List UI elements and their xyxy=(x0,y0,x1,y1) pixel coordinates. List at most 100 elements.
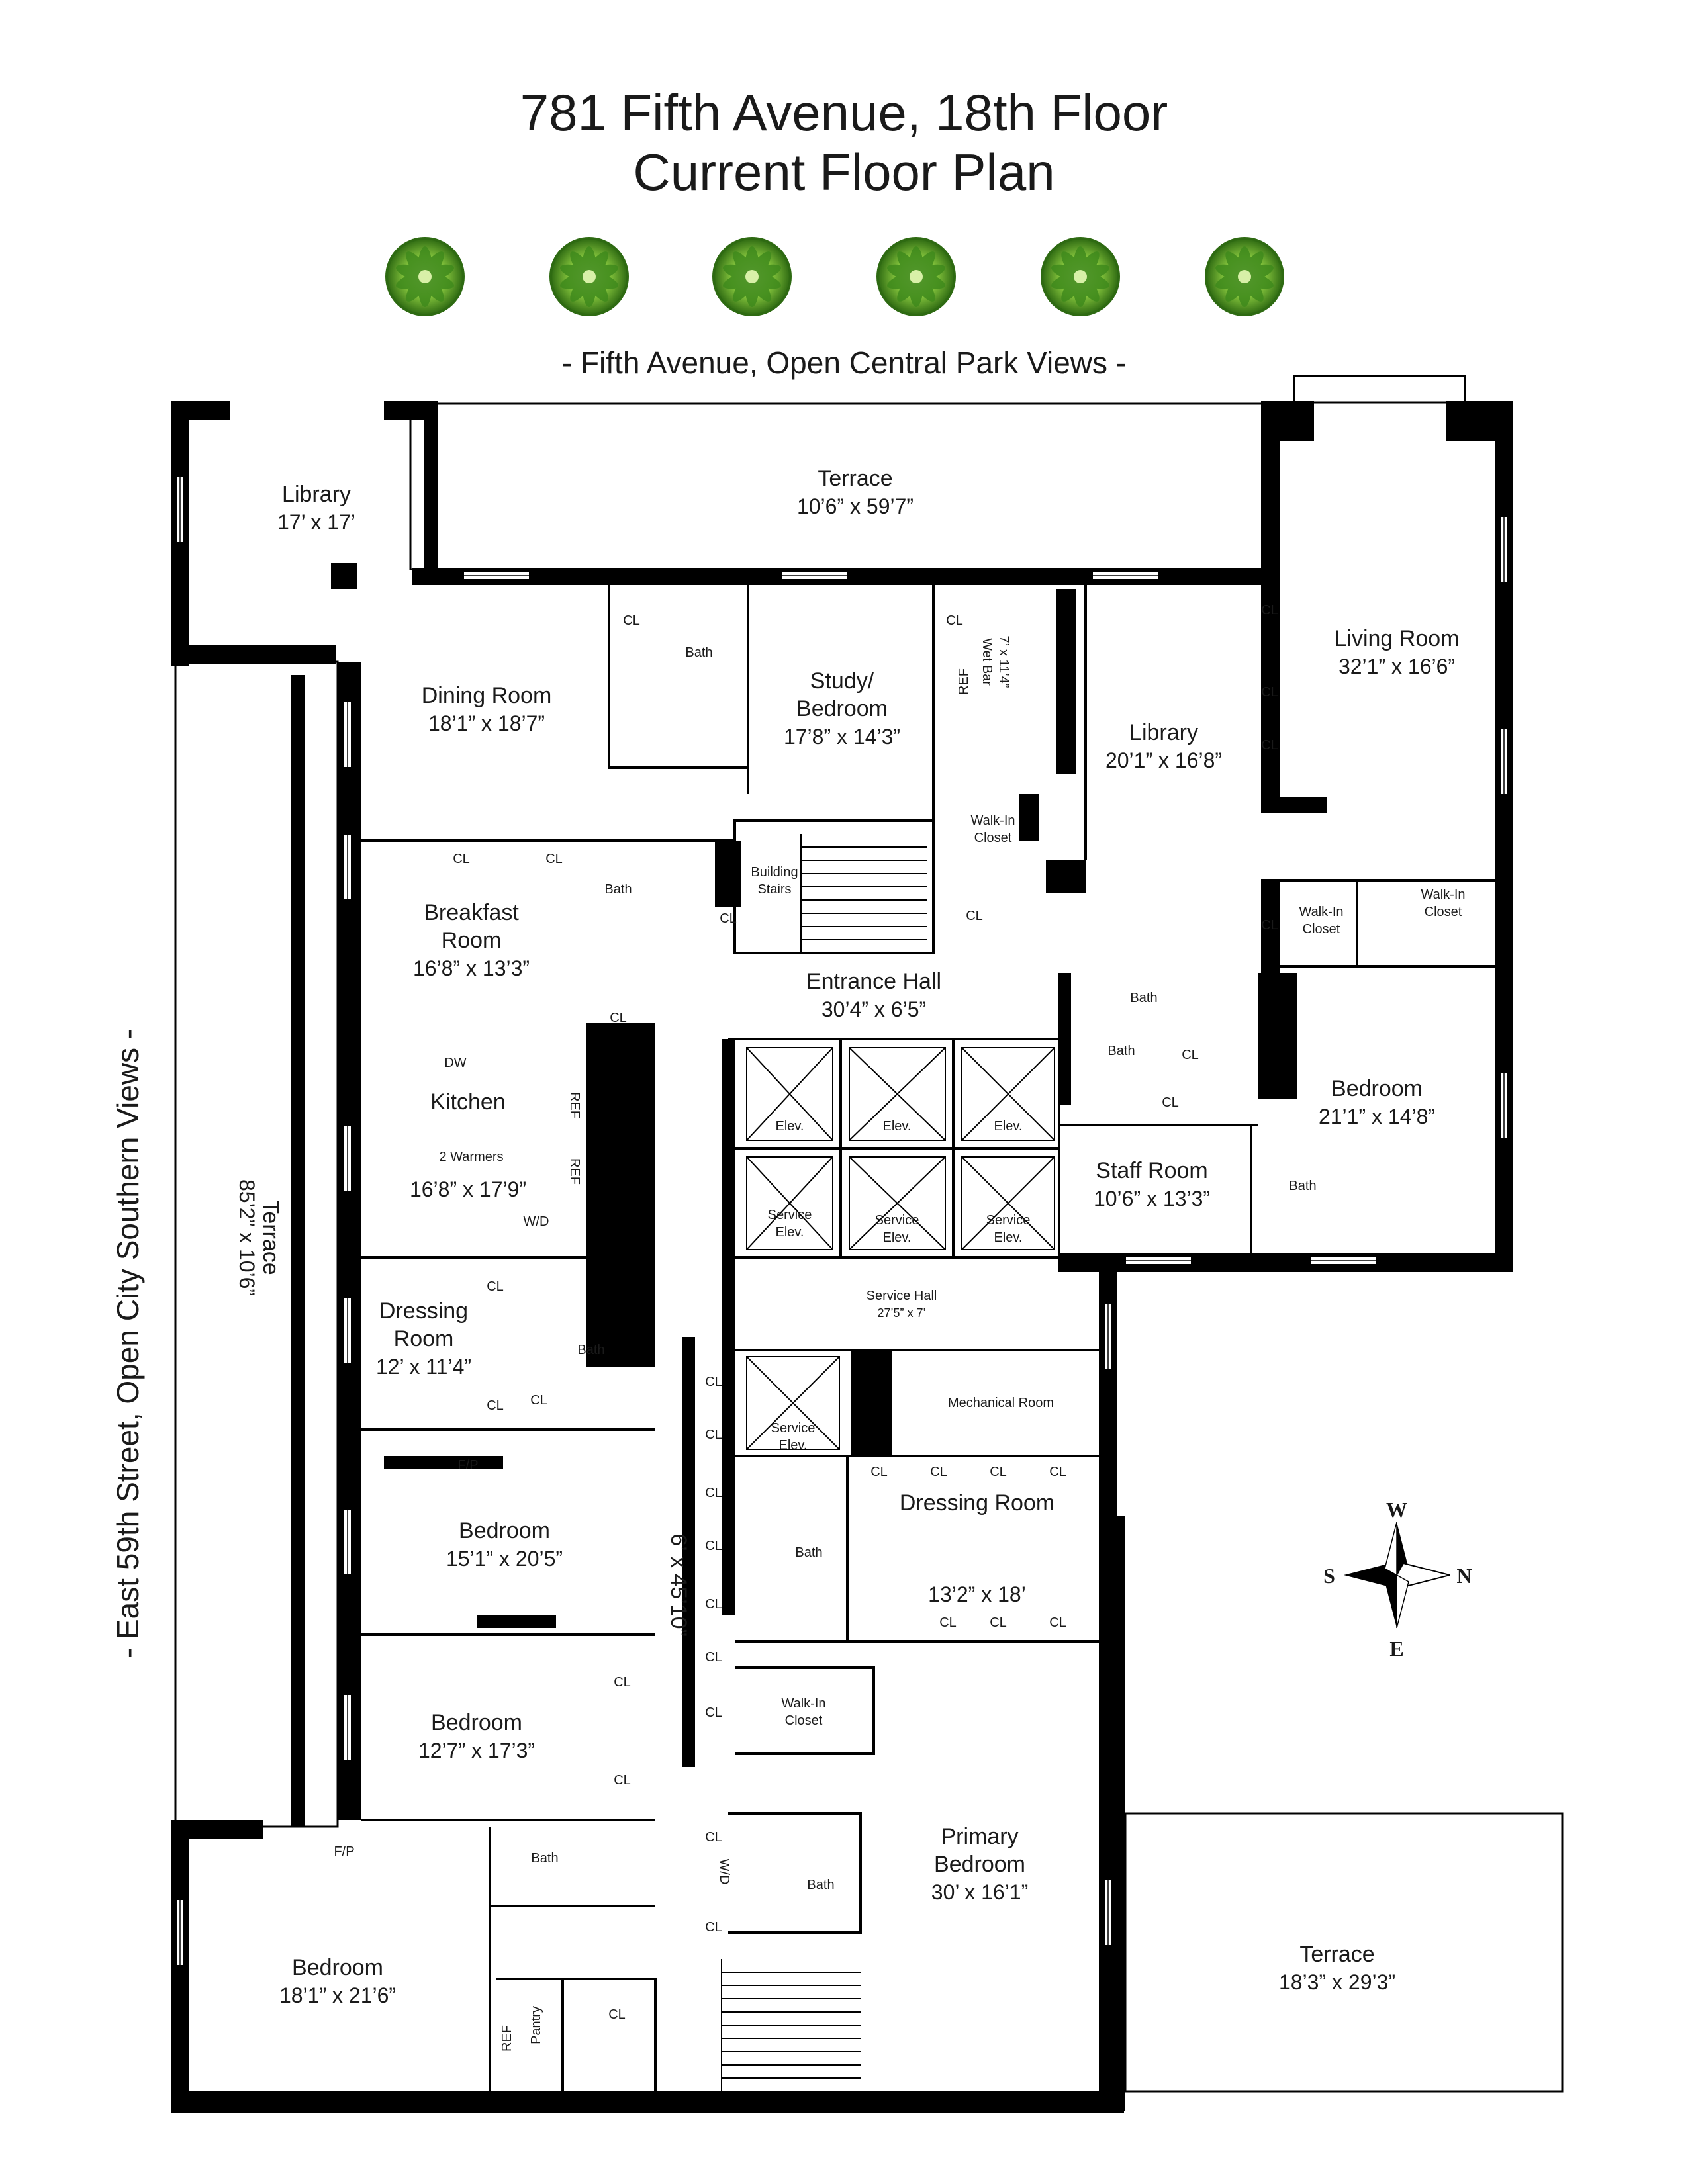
study-name-1: Study/ xyxy=(810,668,874,694)
primary-bedroom-dim: 30’ x 16’1” xyxy=(931,1880,1028,1904)
wd-label-2: W/D xyxy=(717,1859,731,1885)
cl-label-24: CL xyxy=(705,1830,722,1844)
fireplace-label-2: F/P xyxy=(334,1844,354,1859)
entrance-hall-dim: 30’4” x 6’5” xyxy=(821,997,926,1021)
bath-label-2: Bath xyxy=(604,882,632,897)
cl-label-7: CL xyxy=(545,852,563,866)
walkin-4-b: Closet xyxy=(785,1713,823,1728)
cl-label-17: CL xyxy=(705,1375,722,1389)
wet-bar-ref: REF xyxy=(957,668,971,695)
service-elev-2b: Elev. xyxy=(883,1230,912,1245)
cl-label-21: CL xyxy=(705,1597,722,1612)
primary-bedroom-name-2: Bedroom xyxy=(934,1852,1025,1877)
cl-label-35: CL xyxy=(608,2007,626,2022)
compass-e: E xyxy=(1389,1637,1403,1661)
compass-w: W xyxy=(1386,1498,1407,1522)
study-name-2: Bedroom xyxy=(796,696,888,721)
tree-icons xyxy=(385,237,1284,316)
bedroom-2-name: Bedroom xyxy=(431,1710,522,1735)
mechanical-room-name: Mechanical Room xyxy=(948,1396,1054,1410)
cl-label-15: CL xyxy=(487,1398,504,1413)
library-corner-dim: 17’ x 17’ xyxy=(277,510,355,534)
cl-label-2: CL xyxy=(946,614,963,628)
bath-label-4: Bath xyxy=(1107,1044,1135,1058)
cl-label-5: CL xyxy=(1261,738,1278,752)
primary-bedroom-name-1: Primary xyxy=(941,1824,1018,1849)
staff-room-name: Staff Room xyxy=(1096,1158,1207,1183)
bath-label-5: Bath xyxy=(1289,1179,1316,1193)
kitchen-dw: DW xyxy=(444,1056,466,1070)
dining-room-name: Dining Room xyxy=(422,683,552,708)
building-stairs-1: Building xyxy=(751,865,798,880)
bedroom-ne-dim: 21’1” x 14’8” xyxy=(1319,1105,1435,1128)
staff-room-dim: 10’6” x 13’3” xyxy=(1094,1187,1210,1210)
bath-label-1: Bath xyxy=(685,645,712,660)
service-elev-3a: Service xyxy=(986,1213,1031,1228)
cl-label-22: CL xyxy=(705,1650,722,1664)
dressing-small-name-1: Dressing xyxy=(379,1298,468,1324)
compass-n: N xyxy=(1456,1564,1472,1588)
terrace-top-name: Terrace xyxy=(818,466,892,491)
walkin-4-a: Walk-In xyxy=(781,1696,825,1711)
dressing-small-dim: 12’ x 11’4” xyxy=(376,1355,471,1379)
elev-label-1: Elev. xyxy=(776,1119,804,1134)
pantry-label: Pantry xyxy=(529,2006,543,2044)
terrace-top-dim: 10’6” x 59’7” xyxy=(797,494,914,518)
library-corner-name: Library xyxy=(282,482,351,507)
service-elev-2a: Service xyxy=(875,1213,919,1228)
cl-label-8: CL xyxy=(720,911,737,926)
library-2-dim: 20’1” x 16’8” xyxy=(1105,749,1222,772)
fireplace-label-1: F/P xyxy=(457,1458,478,1473)
ref-label-3: REF xyxy=(500,2025,514,2052)
cl-label-32: CL xyxy=(1049,1615,1066,1630)
living-room-name: Living Room xyxy=(1335,626,1460,651)
bath-label-8: Bath xyxy=(531,1851,558,1866)
cl-label-1: CL xyxy=(623,614,640,628)
cl-label-29: CL xyxy=(1049,1465,1066,1479)
cl-label-11: CL xyxy=(610,1011,627,1025)
dressing-small-name-2: Room xyxy=(394,1326,454,1351)
kitchen-wd: W/D xyxy=(524,1214,549,1229)
kitchen-ref-2: REF xyxy=(567,1158,582,1185)
bedroom-3-dim: 18’1” x 21’6” xyxy=(279,1983,396,2007)
cl-label-34: CL xyxy=(614,1773,631,1788)
cl-label-16: CL xyxy=(530,1393,547,1408)
fifth-avenue-caption: - Fifth Avenue, Open Central Park Views … xyxy=(561,345,1127,380)
walkin-3-b: Closet xyxy=(1425,905,1462,919)
bath-label-9: Bath xyxy=(807,1878,834,1892)
terrace-br-dim: 18’3” x 29’3” xyxy=(1279,1970,1395,1994)
elev-label-2: Elev. xyxy=(883,1119,912,1134)
cl-label-18: CL xyxy=(705,1428,722,1442)
cl-label-20: CL xyxy=(705,1539,722,1553)
wet-bar-dim: 7’ x 11’4” xyxy=(996,636,1011,688)
cl-label-19: CL xyxy=(705,1486,722,1500)
entrance-hall-name: Entrance Hall xyxy=(806,969,941,994)
service-elev-1a: Service xyxy=(768,1208,812,1222)
study-dim: 17’8” x 14’3” xyxy=(784,725,900,749)
service-elev-3b: Elev. xyxy=(994,1230,1023,1245)
service-elev-4a: Service xyxy=(771,1421,816,1435)
cl-label-25: CL xyxy=(705,1920,722,1934)
bath-label-6: Bath xyxy=(577,1343,604,1357)
building-stairs-2: Stairs xyxy=(757,882,791,897)
cl-label-12: CL xyxy=(1182,1048,1199,1062)
library-2-name: Library xyxy=(1129,720,1198,745)
partitions xyxy=(361,582,1495,2091)
corridor-dim: 6’ x 45’10” xyxy=(666,1533,691,1637)
cl-label-33: CL xyxy=(614,1675,631,1690)
cl-label-31: CL xyxy=(990,1615,1007,1630)
kitchen-ref-1: REF xyxy=(567,1092,582,1118)
dining-room-dim: 18’1” x 18’7” xyxy=(428,711,545,735)
service-hall-name: Service Hall xyxy=(867,1289,937,1303)
cl-label-6: CL xyxy=(453,852,470,866)
cl-label-28: CL xyxy=(990,1465,1007,1479)
cl-label-13: CL xyxy=(1162,1095,1179,1110)
cl-label-9: CL xyxy=(966,909,983,923)
bedroom-1-dim: 15’1” x 20’5” xyxy=(446,1547,563,1570)
cl-label-14: CL xyxy=(487,1279,504,1294)
kitchen-warmers: 2 Warmers xyxy=(439,1150,503,1164)
bedroom-1-name: Bedroom xyxy=(459,1518,550,1543)
walkin-1-b: Closet xyxy=(974,831,1012,845)
wet-bar-name: Wet Bar xyxy=(980,638,994,686)
